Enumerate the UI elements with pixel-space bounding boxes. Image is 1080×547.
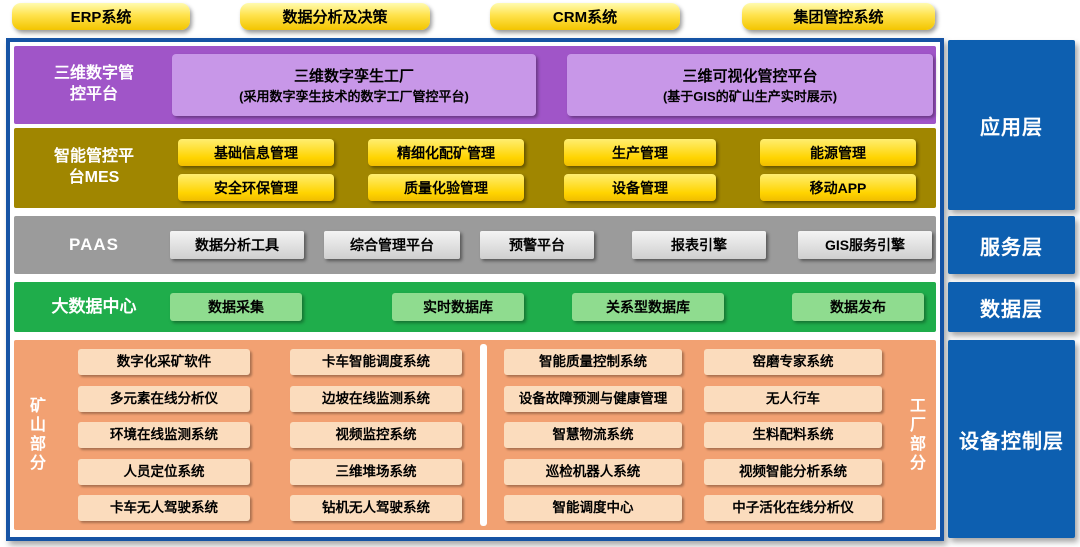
side-label-data: 数据层 [948, 282, 1075, 332]
device-item: 卡车智能调度系统 [290, 349, 462, 375]
bigdata-item-publish: 数据发布 [792, 293, 924, 321]
device-item: 视频智能分析系统 [704, 458, 882, 485]
bigdata-item-collection: 数据采集 [170, 293, 302, 321]
mine-section-label: 矿山部分 [27, 397, 44, 473]
mes-item-equipment: 设备管理 [564, 174, 716, 201]
bigdata-item-relational-db: 关系型数据库 [572, 293, 724, 321]
section-divider [480, 344, 487, 526]
three-d-visualization-platform-subtitle: (基于GIS的矿山生产实时展示) [662, 89, 838, 104]
device-item: 中子活化在线分析仪 [704, 495, 882, 521]
device-item: 三维堆场系统 [290, 458, 462, 485]
three-d-visualization-platform-box: 三维可视化管控平台 (基于GIS的矿山生产实时展示) [567, 54, 933, 116]
layer-3d-control-platform-label: 三维数字管 控平台 [53, 65, 134, 103]
device-item: 生料配料系统 [704, 422, 882, 448]
factory-section-label: 工厂部分 [907, 397, 924, 473]
mes-item-mobile-app: 移动APP [760, 174, 916, 201]
paas-item-report-engine: 报表引擎 [632, 231, 766, 259]
device-item: 智慧物流系统 [504, 422, 682, 448]
device-item: 无人行车 [704, 385, 882, 412]
layer-device-control: 矿山部分 数字化采矿软件 多元素在线分析仪 环境在线监测系统 人员定位系统 卡车… [14, 340, 936, 530]
mes-item-energy: 能源管理 [760, 139, 916, 166]
digital-twin-factory-box: 三维数字孪生工厂 (采用数字孪生技术的数字工厂管控平台) [172, 54, 536, 116]
device-item: 卡车无人驾驶系统 [78, 495, 250, 521]
layer-paas-label: PAAS [69, 234, 119, 254]
mes-item-safety-env: 安全环保管理 [178, 174, 334, 201]
layer-big-data: 大数据中心 数据采集 实时数据库 关系型数据库 数据发布 [14, 282, 936, 332]
device-item: 视频监控系统 [290, 422, 462, 448]
bigdata-item-realtime-db: 实时数据库 [392, 293, 524, 321]
device-item: 智能质量控制系统 [504, 349, 682, 375]
device-item: 数字化采矿软件 [78, 349, 250, 375]
digital-twin-factory-subtitle: (采用数字孪生技术的数字工厂管控平台) [239, 89, 469, 104]
device-item: 边坡在线监测系统 [290, 385, 462, 412]
factory-column-2: 窑磨专家系统 无人行车 生料配料系统 视频智能分析系统 中子活化在线分析仪 [704, 349, 882, 521]
top-system-erp: ERP系统 [12, 3, 190, 30]
device-item: 多元素在线分析仪 [78, 385, 250, 412]
platform-frame: 三维数字管 控平台 三维数字孪生工厂 (采用数字孪生技术的数字工厂管控平台) 三… [6, 38, 944, 541]
side-label-device-control: 设备控制层 [948, 340, 1075, 538]
layer-mes-label: 智能管控平 台MES [53, 148, 134, 186]
factory-column-1: 智能质量控制系统 设备故障预测与健康管理 智慧物流系统 巡检机器人系统 智能调度… [504, 349, 682, 521]
mes-item-ore-blending: 精细化配矿管理 [368, 139, 524, 166]
three-d-visualization-platform-title: 三维可视化管控平台 [682, 68, 818, 85]
device-item: 钻机无人驾驶系统 [290, 495, 462, 521]
device-item: 巡检机器人系统 [504, 458, 682, 485]
device-item: 环境在线监测系统 [78, 422, 250, 448]
top-system-crm: CRM系统 [490, 3, 680, 30]
paas-item-data-analysis-tools: 数据分析工具 [170, 231, 304, 259]
mine-column-2: 卡车智能调度系统 边坡在线监测系统 视频监控系统 三维堆场系统 钻机无人驾驶系统 [290, 349, 462, 521]
layer-3d-control-platform: 三维数字管 控平台 三维数字孪生工厂 (采用数字孪生技术的数字工厂管控平台) 三… [14, 46, 936, 124]
paas-item-gis-service: GIS服务引擎 [798, 231, 932, 259]
device-item: 人员定位系统 [78, 458, 250, 485]
side-label-application: 应用层 [948, 40, 1075, 210]
device-item: 智能调度中心 [504, 495, 682, 521]
top-system-group-control: 集团管控系统 [742, 3, 935, 30]
side-label-service: 服务层 [948, 216, 1075, 274]
top-system-data-analysis: 数据分析及决策 [240, 3, 430, 30]
mes-item-production: 生产管理 [564, 139, 716, 166]
layer-mes: 智能管控平 台MES 基础信息管理 精细化配矿管理 生产管理 能源管理 安全环保… [14, 128, 936, 208]
digital-twin-factory-title: 三维数字孪生工厂 [293, 68, 414, 85]
mine-column-1: 数字化采矿软件 多元素在线分析仪 环境在线监测系统 人员定位系统 卡车无人驾驶系… [78, 349, 250, 521]
device-item: 设备故障预测与健康管理 [504, 385, 682, 412]
mes-item-quality-assay: 质量化验管理 [368, 174, 524, 201]
paas-item-integrated-mgmt: 综合管理平台 [324, 231, 460, 259]
device-item: 窑磨专家系统 [704, 349, 882, 375]
mes-item-basic-info: 基础信息管理 [178, 139, 334, 166]
layer-big-data-label: 大数据中心 [51, 296, 137, 316]
layer-paas: PAAS 数据分析工具 综合管理平台 预警平台 报表引擎 GIS服务引擎 [14, 216, 936, 274]
paas-item-early-warning: 预警平台 [480, 231, 594, 259]
